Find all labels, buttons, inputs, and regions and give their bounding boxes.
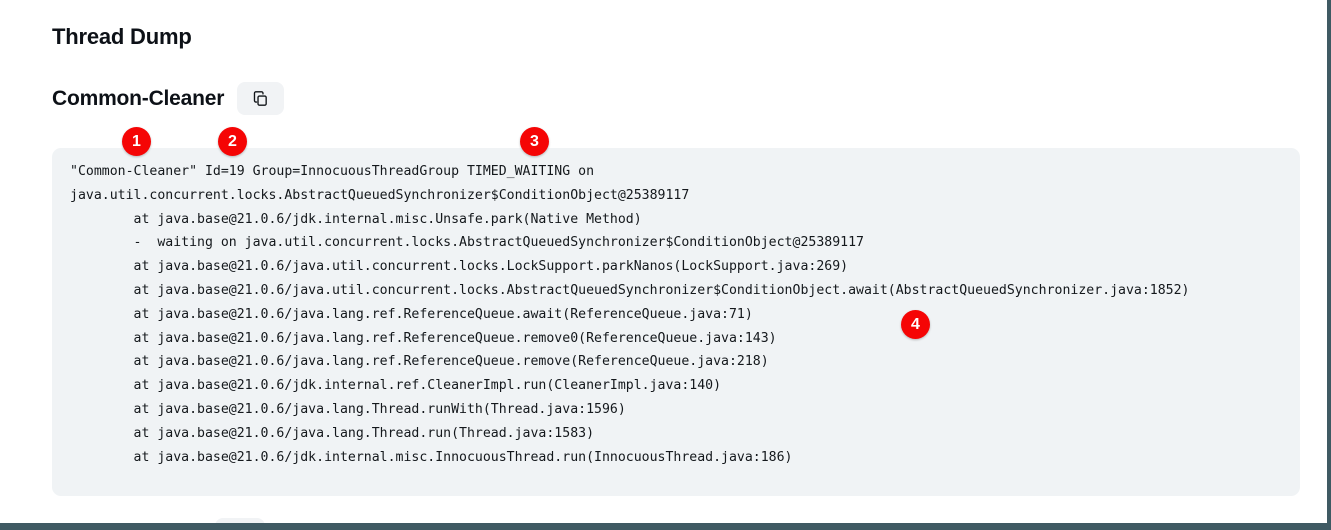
thread-header: Common-Cleaner: [52, 82, 285, 115]
page-title: Thread Dump: [52, 24, 192, 49]
thread-dump-code-text: "Common-Cleaner" Id=19 Group=InnocuousTh…: [70, 164, 1190, 465]
annotation-badge-4: 4: [901, 310, 930, 339]
annotation-badge-1: 1: [122, 127, 151, 156]
annotation-badge-3: 3: [520, 127, 549, 156]
window-bottom-border: [0, 523, 1331, 530]
annotation-badge-2: 2: [218, 127, 247, 156]
next-thread-copy-button-partial[interactable]: [215, 518, 265, 523]
thread-name: Common-Cleaner: [52, 87, 225, 110]
copy-thread-dump-button[interactable]: [237, 82, 285, 115]
window-right-border: [1327, 0, 1331, 530]
copy-icon: [252, 90, 269, 107]
thread-dump-code-block[interactable]: "Common-Cleaner" Id=19 Group=InnocuousTh…: [52, 148, 1300, 496]
